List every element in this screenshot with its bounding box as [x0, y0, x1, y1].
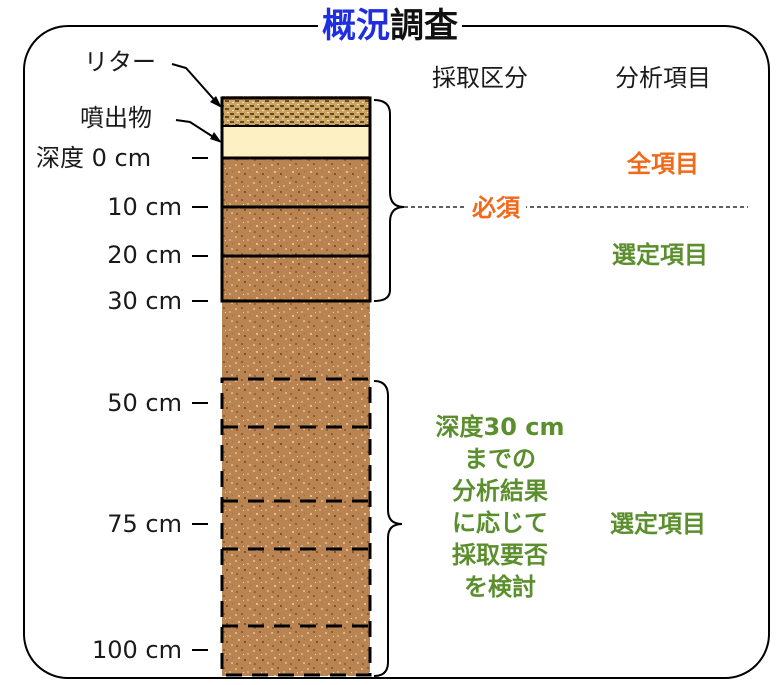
litter-pointer — [171, 63, 219, 105]
label-litter: リター — [84, 48, 156, 76]
label-all-items: 全項目 — [627, 150, 699, 178]
litter-layer — [222, 98, 370, 126]
page-title: 概況調査 — [318, 4, 462, 48]
header-sampling: 採取区分 — [432, 64, 528, 92]
ejecta-layer — [222, 126, 370, 158]
label-depth-50: 50 cm — [107, 389, 182, 417]
ejecta-arrowhead — [210, 132, 222, 143]
soil-column — [222, 96, 370, 676]
label-depth-100: 100 cm — [91, 636, 182, 664]
label-depth-20: 20 cm — [107, 241, 182, 269]
title-highlight: 概況 — [322, 6, 390, 46]
label-depth-75: 75 cm — [107, 510, 182, 538]
surface-block-outline — [220, 96, 372, 303]
litter-arrowhead — [210, 96, 222, 108]
note-line: に応じて — [452, 509, 548, 537]
label-depth-10: 10 cm — [107, 193, 182, 221]
label-depth-0: 深度 0 cm — [36, 144, 152, 172]
label-selected-items-top: 選定項目 — [612, 241, 708, 269]
brace-bottom — [373, 380, 403, 677]
label-ejecta: 噴出物 — [80, 104, 152, 132]
brace-top — [373, 99, 405, 302]
deep-block-outline — [220, 377, 372, 677]
note-line: を検討 — [464, 573, 536, 601]
title-rest: 調査 — [390, 6, 458, 46]
note-line: までの — [464, 445, 536, 473]
header-analysis: 分析項目 — [615, 64, 711, 92]
deep-sampling-note: 深度30 cm までの 分析結果 に応じて 採取要否 を検討 — [400, 411, 600, 603]
ejecta-pointer — [175, 119, 219, 141]
label-required: 必須 — [466, 196, 526, 220]
label-selected-items-bottom: 選定項目 — [610, 510, 706, 538]
label-depth-30: 30 cm — [107, 287, 182, 315]
note-line: 採取要否 — [452, 541, 548, 569]
note-line: 深度30 cm — [435, 413, 565, 441]
note-line: 分析結果 — [452, 477, 548, 505]
